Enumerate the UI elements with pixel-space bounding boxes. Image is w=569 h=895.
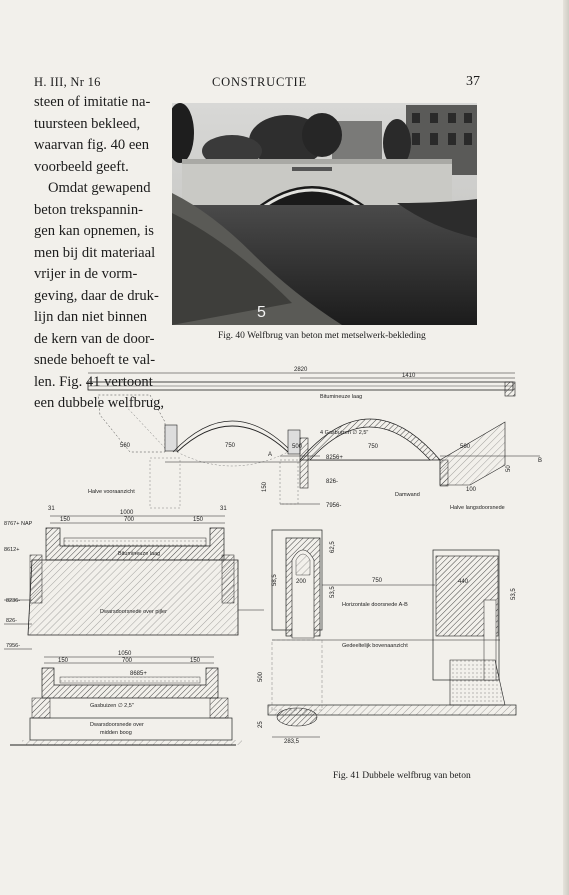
- text-line: de kern van de door-: [34, 330, 155, 347]
- dim-50: 50: [506, 465, 512, 472]
- running-header-left: H. III, Nr 16: [34, 75, 101, 89]
- cs2-caption-1: Dwarsdoorsnede over: [90, 722, 144, 728]
- plan-500: 500: [258, 671, 264, 682]
- level-826: 826-: [326, 479, 338, 485]
- dim-total: 2820: [294, 367, 308, 373]
- cs2-caption-2: midden boog: [100, 730, 132, 736]
- damwand-label: Damwand: [395, 492, 420, 498]
- cs-level-4: 826-: [6, 618, 17, 624]
- plan-440: 440: [458, 579, 469, 585]
- bridge-technical-drawing: 2820 1410 Bitumineuze laag 560 750 4 Gas…: [4, 367, 542, 746]
- dim-150: 150: [262, 481, 268, 492]
- cs2-width: 1050: [118, 651, 132, 657]
- text-line: een dubbele welfbrug,: [34, 395, 165, 411]
- cs-inner: 700: [124, 517, 135, 523]
- cs-level-5: 7956-: [6, 643, 20, 649]
- text-line: geving, daar de druk-: [34, 287, 159, 304]
- text-line: lijn dan niet binnen: [34, 309, 148, 325]
- figure-41-caption: Fig. 41 Dubbele welfbrug van beton: [333, 771, 471, 781]
- plan-200: 200: [296, 579, 307, 585]
- cs-side-right: 150: [193, 517, 204, 523]
- text-line: snede behoeft te val-: [34, 352, 156, 368]
- marker-a: A: [268, 452, 272, 458]
- marker-b: B: [538, 458, 542, 464]
- dim-560-left: 560: [120, 443, 131, 449]
- dim-750-right: 750: [368, 444, 379, 450]
- page-edge: [563, 0, 569, 895]
- figure-40-caption: Fig. 40 Welfbrug van beton met metselwer…: [218, 331, 426, 341]
- bitumen-label: Bitumineuze laag: [320, 394, 362, 400]
- cs-edge-right: 31: [220, 506, 227, 512]
- half-front-label: Halve vooraanzicht: [88, 489, 135, 495]
- text-line: Omdat gewapend: [48, 180, 151, 196]
- body-text-column: steen of imitatie na- tuursteen bekleed,…: [34, 92, 166, 415]
- cs-side-left: 150: [60, 517, 71, 523]
- running-header-title: CONSTRUCTIE: [212, 75, 307, 89]
- plan-gr: 53,5: [330, 586, 336, 598]
- cross-section-pier: 1000 700 150 150 31 31 8767+ NAP 8612+ 8…: [4, 506, 264, 650]
- cs-width: 1000: [120, 510, 134, 516]
- text-line: vrijer in de vorm-: [34, 266, 138, 282]
- plan-58: 58,5: [272, 574, 278, 586]
- elevation-view: 2820 1410 Bitumineuze laag 560 750 4 Gas…: [87, 367, 542, 511]
- text-line: voorbeeld geeft.: [34, 158, 129, 175]
- text-line: gen kan opnemen, is: [34, 223, 154, 239]
- plan-horizontal-label: Horizontale doorsnede A-B: [342, 602, 408, 608]
- pier-500: 500: [292, 444, 303, 450]
- cross-section-arch: 1050 700 150 150 8685+ Gasbuizen ∅ 2,5" …: [10, 651, 242, 746]
- gasbuizen-label: 4 Gasbuizen ∅ 2,5": [320, 430, 368, 436]
- dim-750-left: 750: [225, 443, 236, 449]
- plate-number: 5: [257, 304, 266, 321]
- dim-100: 100: [466, 487, 477, 493]
- dim-half: 1410: [402, 373, 416, 379]
- level-7956: 7956-: [326, 503, 341, 509]
- cs-level-top: 8767+ NAP: [4, 521, 33, 527]
- plan-view: 200 58,5 62,5 53,5 750 Horizontale doors…: [258, 529, 517, 745]
- cs2-gasbuizen: Gasbuizen ∅ 2,5": [90, 703, 134, 709]
- cs2-inner: 700: [122, 658, 133, 664]
- cs-pier-caption: Dwarsdoorsnede over pijler: [100, 609, 167, 615]
- text-line: tuursteen bekleed,: [34, 115, 141, 132]
- level-8256: 8256+: [326, 455, 343, 461]
- plan-283: 283,5: [284, 739, 300, 745]
- text-line: men bij dit materiaal: [34, 244, 156, 261]
- text-line: waarvan fig. 40 een: [34, 137, 150, 153]
- cs-edge-left: 31: [48, 506, 55, 512]
- cs-bitumen: Bitumineuze laag: [118, 551, 160, 557]
- cs2-side-left: 150: [58, 658, 69, 664]
- text-line: steen of imitatie na-: [34, 94, 151, 110]
- plan-ng: 62,5: [330, 541, 336, 553]
- cs2-level: 8685+: [130, 671, 147, 677]
- plan-53: 53,5: [511, 588, 517, 600]
- plan-750: 750: [372, 578, 383, 584]
- half-longitudinal-label: Halve langsdoorsnede: [450, 505, 505, 511]
- cs2-side-right: 150: [190, 658, 201, 664]
- cs-level-3: 8236-: [6, 598, 20, 604]
- text-line: len. Fig. 41 vertoont: [34, 373, 153, 390]
- cs-level-2: 8612+: [4, 547, 19, 553]
- plan-25: 25: [258, 721, 264, 728]
- text-line: beton trekspannin-: [34, 201, 144, 218]
- plan-bottom-label: Gedeeltelijk bovenaanzicht: [342, 643, 408, 649]
- bridge-photo: 5: [172, 103, 477, 325]
- page-number: 37: [466, 74, 480, 89]
